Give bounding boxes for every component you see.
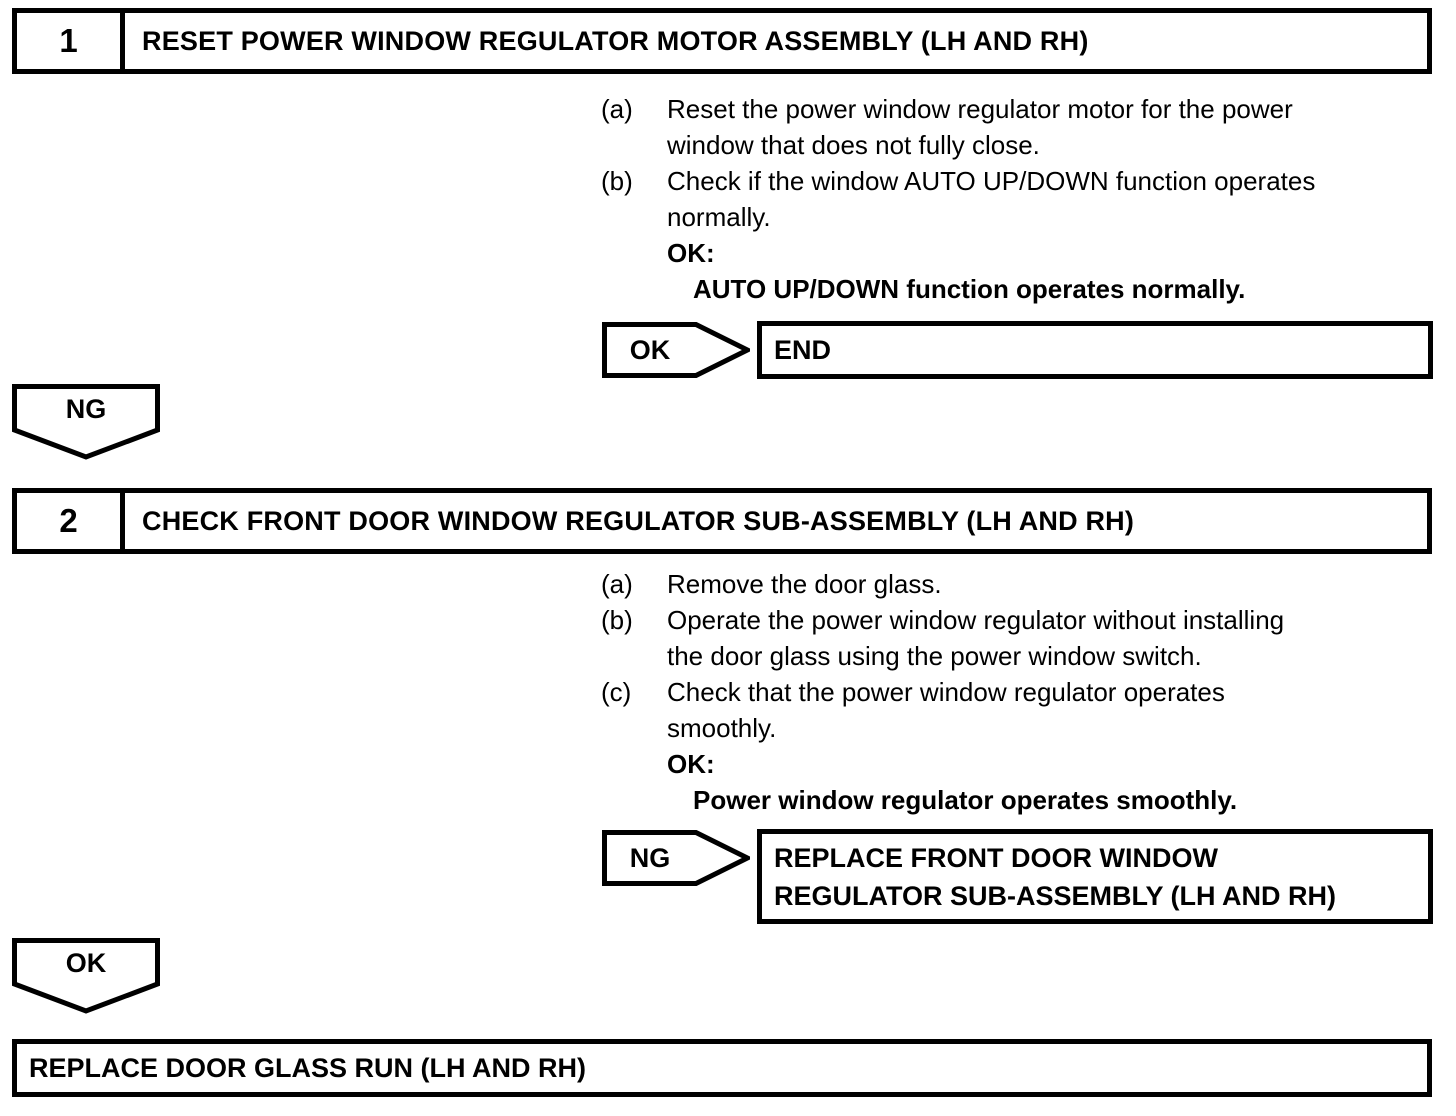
instruction-line: normally. [667, 202, 771, 232]
instruction-item: (a) Remove the door glass. [601, 566, 1284, 602]
right-arrow-icon [602, 830, 750, 886]
down-pentagon-icon [12, 384, 160, 460]
instruction-line: Check that the power window regulator op… [667, 677, 1225, 707]
step-2-title: CHECK FRONT DOOR WINDOW REGULATOR SUB-AS… [142, 505, 1135, 536]
step-2-instructions: (a) Remove the door glass. (b) Operate t… [601, 566, 1284, 818]
ok-heading: OK: [667, 238, 715, 268]
instruction-line: Operate the power window regulator witho… [667, 605, 1285, 635]
connector-label: NG [629, 842, 671, 873]
instruction-item: (a) Reset the power window regulator mot… [601, 91, 1315, 163]
ok-condition: AUTO UP/DOWN function operates normally. [693, 274, 1246, 304]
instruction-item: (b) Operate the power window regulator w… [601, 602, 1284, 674]
step-1-ng-down-connector: NG [12, 384, 160, 460]
instruction-marker: (b) [601, 605, 633, 635]
result-line: REGULATOR SUB-ASSEMBLY (LH AND RH) [774, 880, 1337, 911]
ok-heading: OK: [667, 749, 715, 779]
ok-condition: Power window regulator operates smoothly… [693, 785, 1238, 815]
instruction-item: (c) Check that the power window regulato… [601, 674, 1284, 746]
step-2-ng-connector: NG [602, 830, 750, 886]
step-1-ok-connector: OK [602, 322, 750, 378]
down-pentagon-icon [12, 938, 160, 1014]
instruction-line: Check if the window AUTO UP/DOWN functio… [667, 166, 1316, 196]
instruction-line: Reset the power window regulator motor f… [667, 94, 1293, 124]
right-arrow-icon [602, 322, 750, 378]
instruction-marker: (a) [601, 94, 633, 124]
instruction-line: window that does not fully close. [667, 130, 1040, 160]
result-line: REPLACE FRONT DOOR WINDOW [774, 842, 1218, 873]
final-action-label: REPLACE DOOR GLASS RUN (LH AND RH) [29, 1053, 586, 1083]
step-2-result-box: REPLACE FRONT DOOR WINDOW REGULATOR SUB-… [757, 829, 1433, 924]
result-line: END [774, 335, 832, 365]
final-action-box: REPLACE DOOR GLASS RUN (LH AND RH) [12, 1039, 1432, 1097]
instruction-marker: (a) [601, 569, 633, 599]
instruction-line: Remove the door glass. [667, 569, 942, 599]
connector-label: NG [65, 393, 107, 424]
connector-label: OK [629, 334, 671, 365]
step-1-result-box: END [757, 321, 1433, 379]
instruction-line: smoothly. [667, 713, 777, 743]
step-2-number: 2 [17, 493, 125, 549]
step-1-number: 1 [17, 13, 125, 69]
instruction-marker: (b) [601, 166, 633, 196]
instruction-marker: (c) [601, 677, 632, 707]
step-1-header: 1 RESET POWER WINDOW REGULATOR MOTOR ASS… [12, 8, 1432, 74]
connector-label: OK [65, 947, 107, 978]
step-2-ok-down-connector: OK [12, 938, 160, 1014]
step-1-instructions: (a) Reset the power window regulator mot… [601, 91, 1315, 307]
instruction-line: the door glass using the power window sw… [667, 641, 1202, 671]
step-2-header: 2 CHECK FRONT DOOR WINDOW REGULATOR SUB-… [12, 488, 1432, 554]
step-1-title: RESET POWER WINDOW REGULATOR MOTOR ASSEM… [142, 25, 1089, 56]
instruction-item: (b) Check if the window AUTO UP/DOWN fun… [601, 163, 1315, 235]
